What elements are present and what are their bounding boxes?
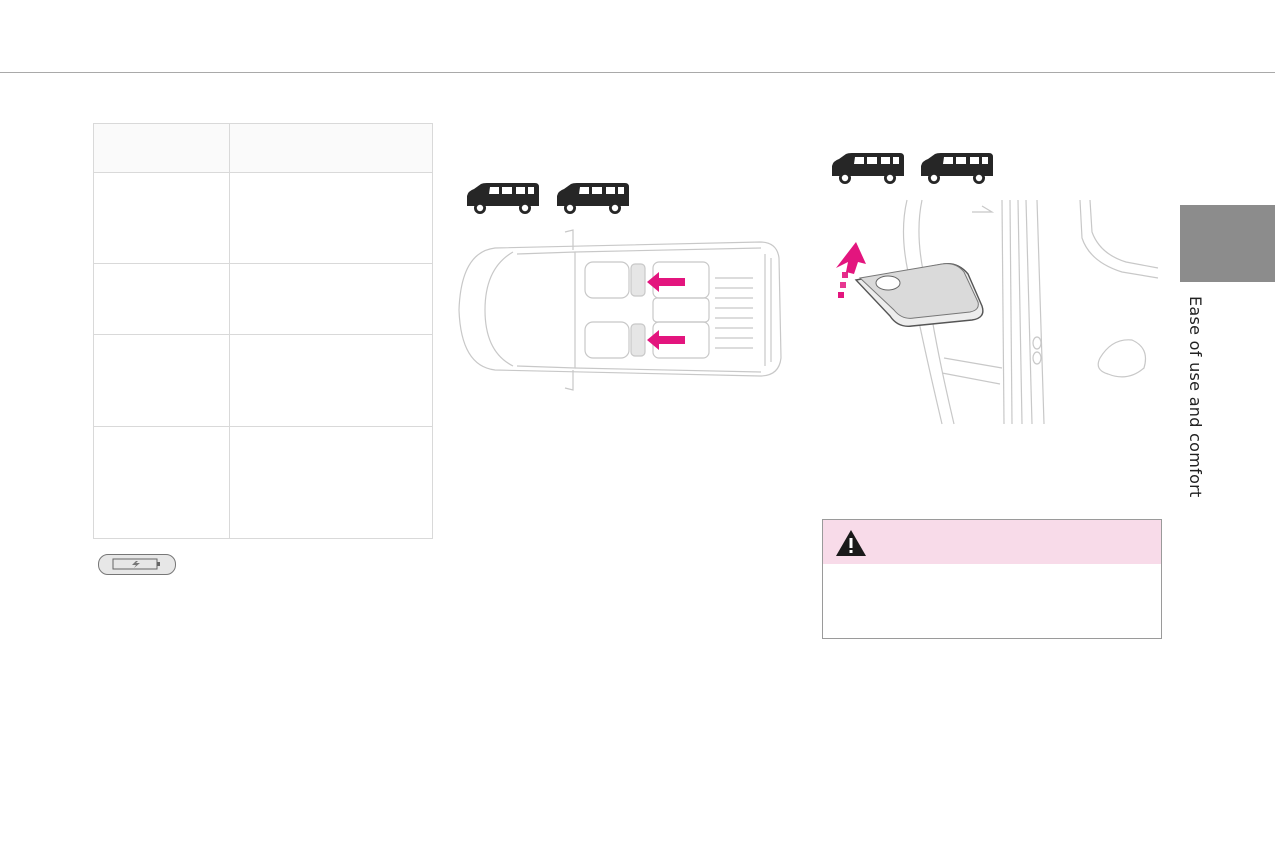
table-cell (93, 172, 230, 264)
table-row (93, 263, 433, 335)
table-cell (229, 123, 433, 173)
table-cell (229, 334, 433, 427)
table-cell (229, 426, 433, 539)
feature-table (93, 123, 433, 539)
section-tab (1180, 205, 1275, 282)
warning-box (822, 519, 1162, 639)
van-top-view-illustration (458, 229, 782, 391)
table-cell (229, 263, 433, 335)
table-cell (229, 172, 433, 264)
warning-triangle-icon (836, 530, 866, 556)
van-silhouette-icon (557, 183, 629, 214)
header-rule (0, 72, 1275, 73)
table-header-row (93, 123, 433, 173)
section-tab-label: Ease of use and comfort (1186, 296, 1205, 498)
van-silhouette-icon (832, 153, 904, 184)
van-silhouette-icon (921, 153, 993, 184)
table-cell (93, 263, 230, 335)
battery-charging-icon (98, 554, 176, 575)
table-row (93, 426, 433, 539)
door-tray-illustration (836, 199, 1159, 425)
table-cell (93, 334, 230, 427)
table-row (93, 334, 433, 427)
table-cell (93, 123, 230, 173)
warning-header (823, 520, 1161, 564)
table-row (93, 172, 433, 264)
table-cell (93, 426, 230, 539)
van-silhouette-icon (467, 183, 539, 214)
